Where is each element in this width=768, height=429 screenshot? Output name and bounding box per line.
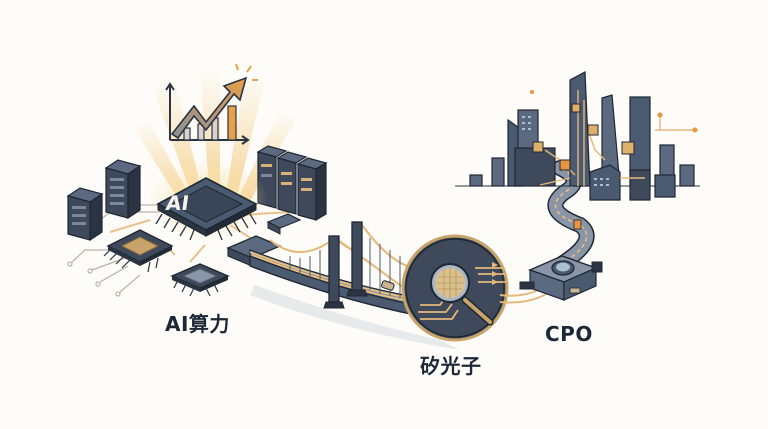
cpo-module-icon	[519, 255, 603, 301]
microchip-icon	[103, 229, 174, 273]
microchip-icon	[170, 263, 230, 297]
growth-chart-icon	[165, 63, 258, 145]
bridge-shadow	[250, 285, 460, 350]
stage-label-ai-compute: AI算力	[165, 312, 230, 336]
server-rack-icon	[66, 159, 142, 242]
server-rack-icon	[256, 145, 328, 222]
suspension-bridge-icon	[249, 221, 441, 317]
optical-connector-icon	[226, 213, 302, 267]
magnifier-wafer-icon	[401, 234, 509, 342]
ai-chip-icon: AI	[148, 160, 268, 241]
city-skyline-icon	[455, 71, 700, 201]
stage-label-silicon-photonics: 矽光子	[420, 354, 482, 378]
stage-label-cpo: CPO	[545, 322, 593, 346]
ai-chip-label: AI	[164, 191, 190, 215]
